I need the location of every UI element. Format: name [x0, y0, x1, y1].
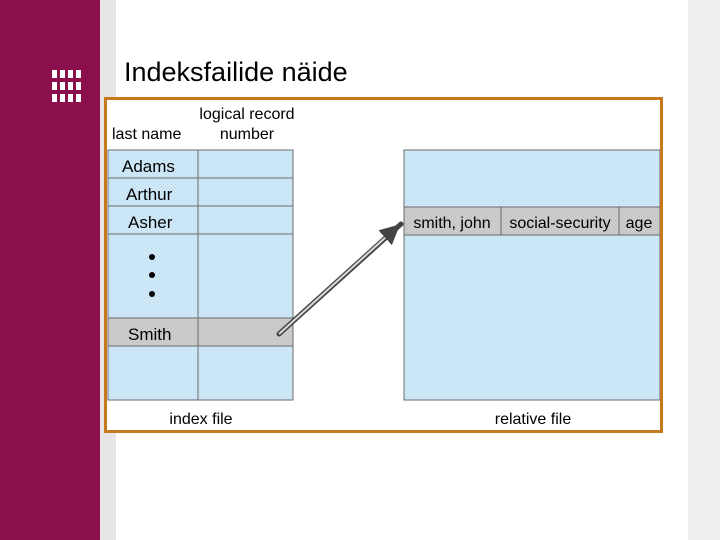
relative-field-name: smith, john	[413, 215, 490, 232]
index-row-smith: Smith	[128, 325, 171, 344]
relative-file-caption: relative file	[495, 411, 572, 428]
index-file-caption: index file	[169, 411, 232, 428]
index-row-adams: Adams	[122, 157, 175, 176]
index-row-asher: Asher	[128, 213, 173, 232]
index-right-column	[197, 149, 294, 401]
grid-logo-icon	[52, 70, 81, 102]
index-row-arthur: Arthur	[126, 185, 173, 204]
ellipsis-dot	[149, 291, 155, 297]
diagram-frame: last name logical record number Adams Ar…	[104, 97, 663, 433]
slide-title: Indeksfailide näide	[124, 57, 348, 87]
right-edge-bar	[688, 0, 720, 540]
header-logical-record: logical record	[199, 106, 294, 123]
header-number: number	[220, 126, 275, 143]
header-last-name: last name	[112, 126, 181, 143]
ellipsis-dot	[149, 272, 155, 278]
index-file-diagram: last name logical record number Adams Ar…	[107, 106, 660, 428]
relative-file-block	[403, 149, 660, 401]
pointer-arrow	[276, 221, 404, 337]
left-sidebar-bar	[0, 0, 100, 540]
index-file-table: Adams Arthur Asher Smith	[107, 149, 294, 401]
relative-field-age: age	[626, 215, 653, 232]
smith-row-highlight	[107, 317, 294, 347]
relative-field-social-security: social-security	[509, 215, 610, 232]
relative-record-row	[403, 206, 660, 236]
relative-file-table: smith, john social-security age	[403, 149, 660, 401]
ellipsis-dot	[149, 254, 155, 260]
